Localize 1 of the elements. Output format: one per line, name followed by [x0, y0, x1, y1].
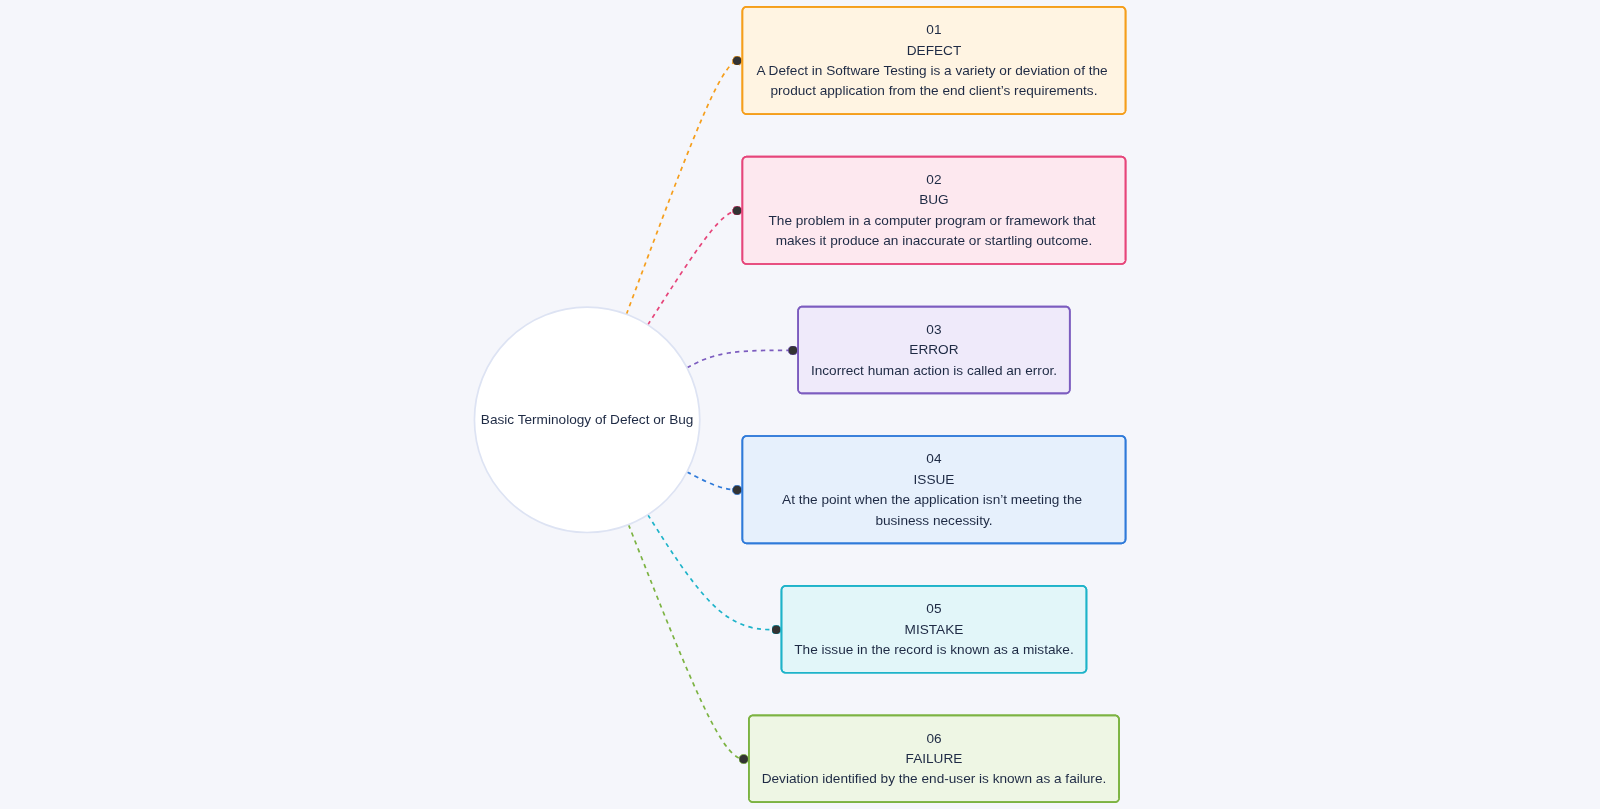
- node-circle: Basic Terminology of Defect or Bug: [473, 306, 701, 534]
